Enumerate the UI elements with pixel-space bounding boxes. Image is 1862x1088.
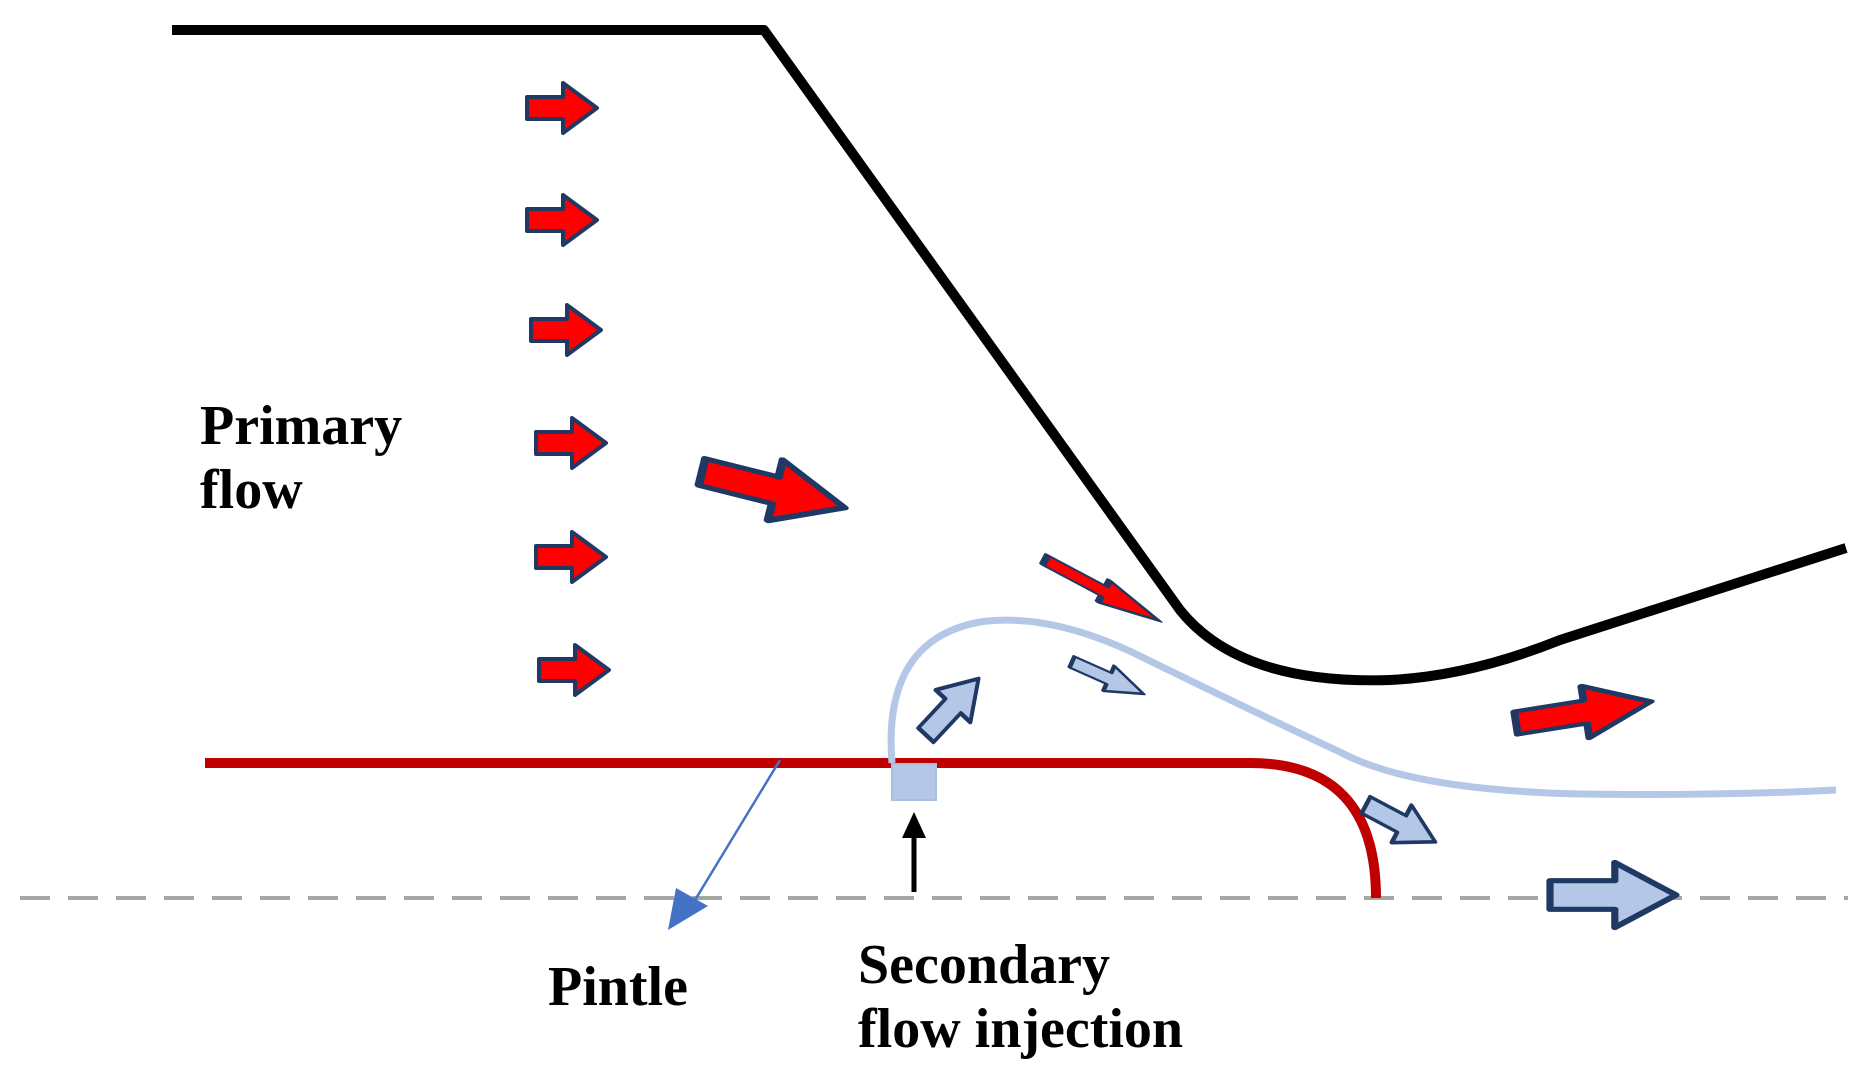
injection-port <box>891 763 937 801</box>
nozzle-wall <box>172 25 1848 686</box>
primary-flow-arrow <box>525 193 599 247</box>
pintle-label: Pintle <box>548 956 688 1018</box>
secondary-flow-streamline <box>887 616 1837 798</box>
pintle <box>205 758 1381 899</box>
primary-flow-label-line2: flow <box>200 459 303 522</box>
injection-pointer-head <box>902 812 926 838</box>
primary-flow-arrow <box>534 530 608 584</box>
primary-flow-label-line1: Primary <box>200 395 403 457</box>
primary-flow-label: Primary flow <box>200 394 402 523</box>
secondary-label-line2: flow injection <box>858 998 1184 1061</box>
pintle-pointer-head <box>668 888 708 930</box>
secondary-label-line1: Secondary <box>858 934 1110 996</box>
secondary-flow-arrow-injection <box>909 662 996 751</box>
secondary-flow-arrow-axis <box>1550 863 1676 928</box>
primary-flow-arrow-large <box>694 442 852 538</box>
secondary-flow-injection-label: Secondary flow injection <box>858 933 1183 1062</box>
primary-flow-arrow-exit <box>1512 676 1655 749</box>
primary-flow-arrow <box>525 81 599 135</box>
primary-flow-arrow <box>529 303 603 357</box>
pintle-pointer-line <box>690 759 782 906</box>
primary-flow-arrow <box>534 416 608 470</box>
primary-flow-arrow <box>537 643 611 697</box>
